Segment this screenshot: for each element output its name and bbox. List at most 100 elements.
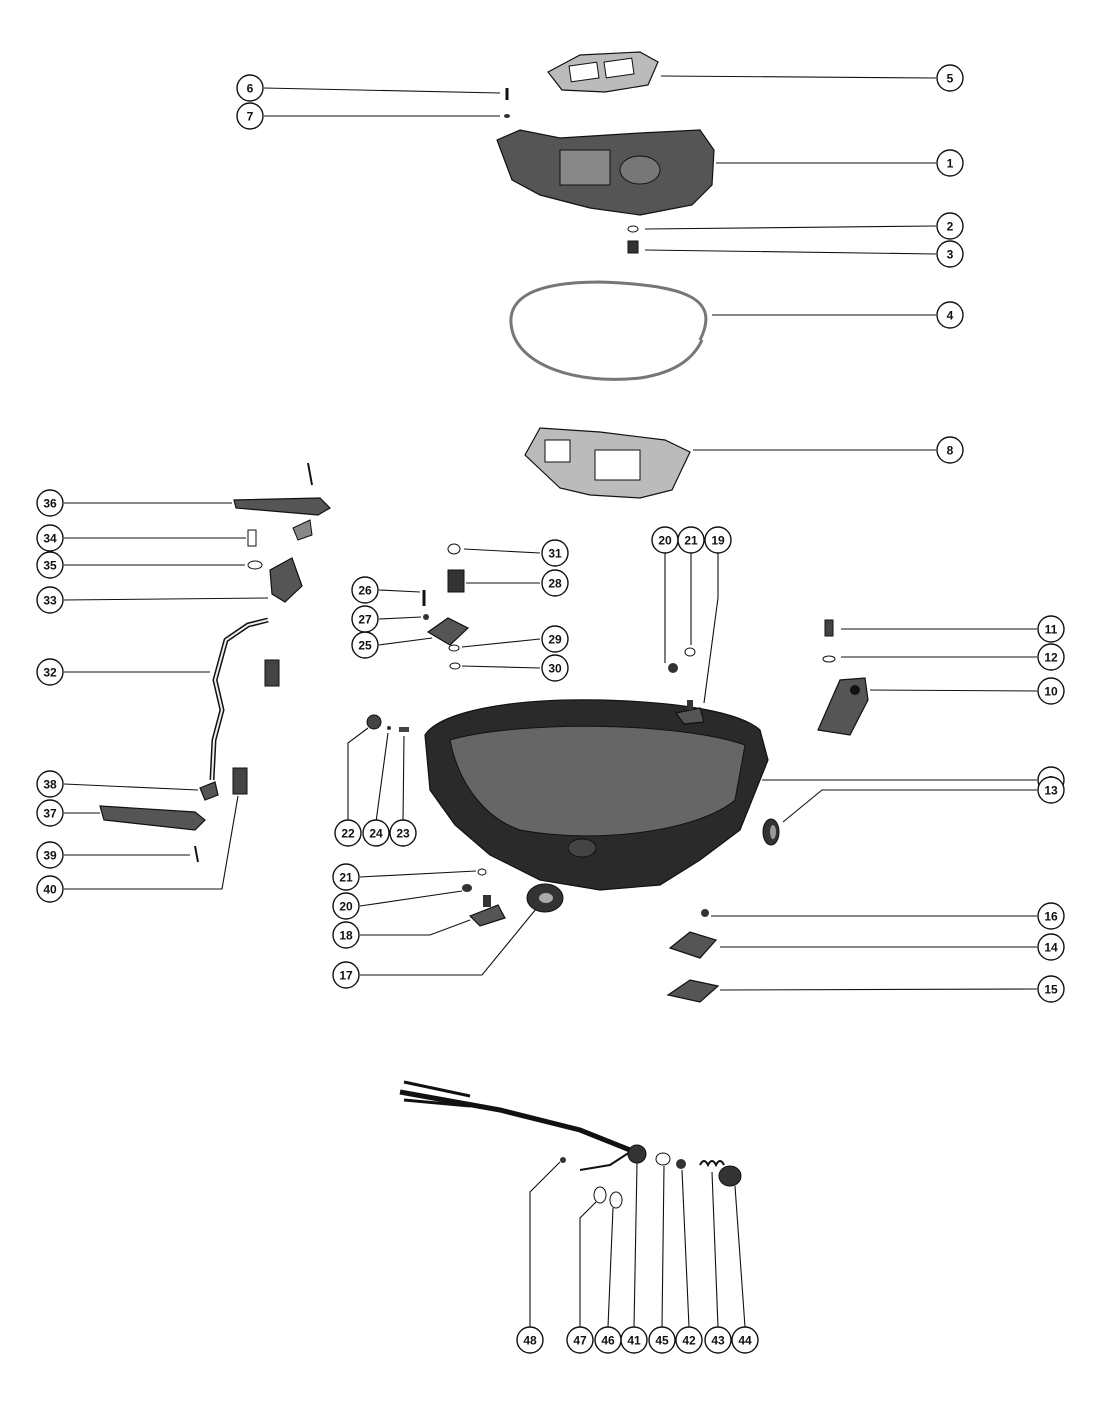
callout-number: 14 (1044, 941, 1058, 955)
callout-circle (594, 1326, 622, 1354)
mount-icon (668, 647, 705, 725)
callout-circle (936, 64, 964, 92)
callout-19: 19 (704, 526, 732, 554)
callout-circle (236, 74, 264, 102)
grommet-icon (762, 818, 780, 846)
callout-circle (351, 576, 379, 604)
callout-number: 4 (947, 309, 954, 323)
callout-34: 34 (36, 524, 64, 552)
callout-40: 40 (36, 875, 64, 903)
callout-25: 25 (351, 631, 379, 659)
callout-26: 26 (351, 576, 379, 604)
callout-number: 20 (658, 534, 672, 548)
callout-number: 42 (682, 1334, 696, 1348)
bottom-cowl-icon (424, 699, 769, 891)
callout-4: 4 (936, 301, 964, 329)
callout-circle (236, 102, 264, 130)
callout-number: 13 (1044, 784, 1058, 798)
callout-number: 7 (247, 110, 254, 124)
callout-number: 20 (339, 900, 353, 914)
callout-circle (332, 961, 360, 989)
callout-layer: 1234567891011121314151617181920212021222… (36, 64, 1065, 1354)
grommet-icon (526, 883, 564, 913)
callout-46: 46 (594, 1326, 622, 1354)
callout-circle (731, 1326, 759, 1354)
callout-15: 15 (1037, 975, 1065, 1003)
callout-number: 26 (358, 584, 372, 598)
callout-number: 2 (947, 220, 954, 234)
callout-number: 31 (548, 547, 562, 561)
screw-icon (822, 619, 836, 663)
callout-11: 11 (1037, 615, 1065, 643)
callout-circle (351, 605, 379, 633)
callout-circle (516, 1326, 544, 1354)
callout-8: 8 (936, 436, 964, 464)
callout-circle (36, 586, 64, 614)
callout-18: 18 (332, 921, 360, 949)
callout-number: 37 (43, 807, 57, 821)
callout-number: 19 (711, 534, 725, 548)
callout-number: 5 (947, 72, 954, 86)
callout-circle (1037, 776, 1065, 804)
callout-number: 28 (548, 577, 562, 591)
callout-circle (389, 819, 417, 847)
callout-2: 2 (936, 212, 964, 240)
callout-number: 34 (43, 532, 57, 546)
callout-number: 41 (627, 1334, 641, 1348)
callout-circle (36, 799, 64, 827)
callout-circle (36, 489, 64, 517)
callout-number: 10 (1044, 685, 1058, 699)
callout-circle (675, 1326, 703, 1354)
latch-plate-icon (666, 909, 720, 1003)
callout-27: 27 (351, 605, 379, 633)
callout-circle (541, 625, 569, 653)
wiring-harness-icon (399, 1080, 742, 1209)
callout-36: 36 (36, 489, 64, 517)
washer-icon (627, 225, 639, 254)
callout-circle (332, 921, 360, 949)
callout-number: 24 (369, 827, 383, 841)
callout-number: 16 (1044, 910, 1058, 924)
callout-31: 31 (541, 539, 569, 567)
callout-number: 6 (247, 82, 254, 96)
callout-number: 18 (339, 929, 353, 943)
callout-number: 27 (358, 613, 372, 627)
callout-number: 12 (1044, 651, 1058, 665)
callout-circle (541, 569, 569, 597)
callout-38: 38 (36, 770, 64, 798)
callout-circle (936, 301, 964, 329)
callout-circle (36, 770, 64, 798)
callout-21: 21 (677, 526, 705, 554)
callout-number: 25 (358, 639, 372, 653)
callout-12: 12 (1037, 643, 1065, 671)
callout-circle (1037, 615, 1065, 643)
callout-48: 48 (516, 1326, 544, 1354)
callout-number: 40 (43, 883, 57, 897)
callout-number: 36 (43, 497, 57, 511)
callout-number: 46 (601, 1334, 615, 1348)
bushing-icon (366, 714, 409, 732)
callout-number: 32 (43, 666, 57, 680)
callout-circle (936, 149, 964, 177)
callout-13: 13 (1037, 776, 1065, 804)
callout-47: 47 (566, 1326, 594, 1354)
callout-5: 5 (936, 64, 964, 92)
callout-circle (332, 892, 360, 920)
callout-number: 11 (1045, 623, 1058, 637)
callout-circle (1037, 975, 1065, 1003)
callout-circle (36, 524, 64, 552)
callout-circle (704, 526, 732, 554)
callout-number: 43 (711, 1334, 725, 1348)
callout-number: 48 (523, 1334, 537, 1348)
callout-33: 33 (36, 586, 64, 614)
callout-37: 37 (36, 799, 64, 827)
callout-35: 35 (36, 551, 64, 579)
callout-circle (936, 436, 964, 464)
callout-42: 42 (675, 1326, 703, 1354)
callout-circle (1037, 643, 1065, 671)
callout-circle (1037, 677, 1065, 705)
callout-number: 8 (947, 444, 954, 458)
leader-lines (63, 75, 1038, 1328)
callout-number: 30 (548, 662, 562, 676)
